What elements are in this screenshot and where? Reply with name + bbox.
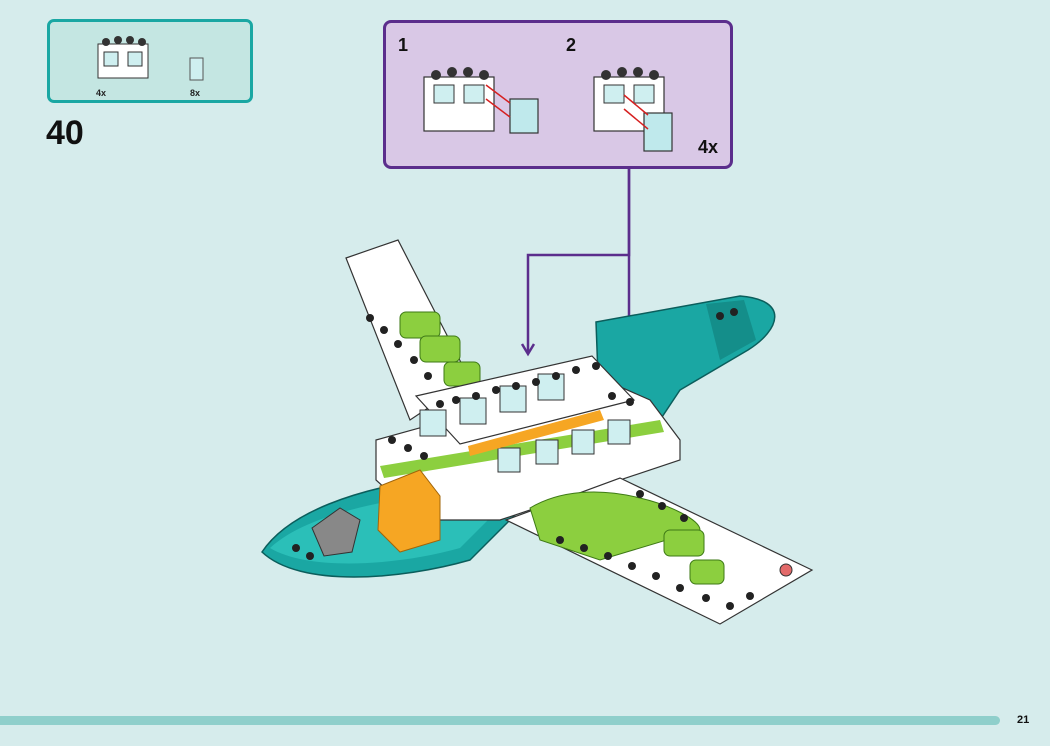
substep-2-arrow-a [623,94,649,116]
parts-illustration [97,36,204,81]
wing-tip-light [779,563,793,577]
frame-quantity: 4x [96,88,107,98]
glass-quantity: 8x [190,88,201,98]
front-wing-green-3 [689,559,725,585]
footer-progress-bar [0,716,1000,725]
interior-orange [468,410,604,456]
substep-1-frame [423,67,495,132]
substep-box: 1 2 4x [383,20,733,169]
brick-studs [292,308,754,610]
parts-list-box: 4x 8x [47,19,253,103]
front-wing-green-2 [663,529,705,557]
substep-1-arrow-a [485,84,511,104]
connector-arrowhead-left [520,343,536,357]
substep-1-glass [509,98,539,134]
back-wing-green-1 [399,311,441,339]
cabin-windows [419,373,631,473]
cockpit-seat [377,469,441,553]
substep-illustration [423,67,673,152]
substep-repeat-count: 4x [697,137,718,157]
substep-2-arrow-b [623,108,649,130]
back-wing-green-2 [419,335,461,363]
front-wing-green [529,491,701,561]
page-number: 21 [1017,714,1030,726]
substep-1-label: 1 [398,35,409,55]
substep-1-arrow-b [485,98,511,118]
window-glass-part [189,57,204,81]
cockpit-console [311,507,361,557]
substep-2-glass [643,112,673,152]
window-frame-part [97,36,149,79]
substep-2-label: 2 [566,35,577,55]
step-number: 40 [46,114,84,152]
